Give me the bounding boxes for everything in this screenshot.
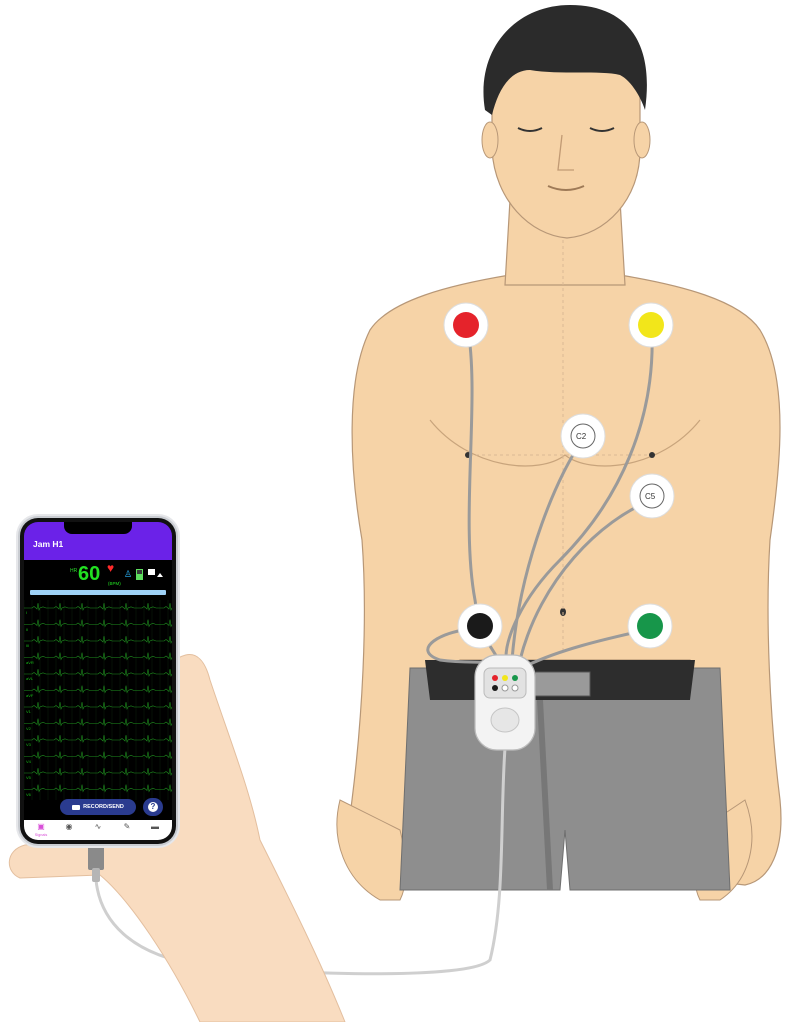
- lead-label-ii: II: [26, 627, 28, 632]
- tab-profile[interactable]: ◉: [56, 820, 82, 840]
- app-title: Jam H1: [33, 539, 63, 549]
- lead-label-iii: III: [26, 643, 29, 648]
- tab-waveform[interactable]: ∿: [85, 820, 111, 840]
- ecg-trace-v1: [24, 702, 172, 709]
- electrode-rl: [458, 604, 502, 648]
- wrench-icon: ✎: [124, 822, 131, 831]
- ecg-trace-i: [24, 603, 172, 610]
- ecg-recorder-device: [475, 655, 535, 750]
- ecg-trace-avl: [24, 669, 172, 676]
- heart-rate-value: 60: [78, 564, 100, 584]
- tab-device[interactable]: ▬: [142, 820, 168, 840]
- ecg-trace-v2: [24, 719, 172, 726]
- electrode-c2-text: C2: [576, 432, 587, 441]
- signal-triangle-icon: [157, 573, 163, 577]
- lead-label-avr: aVR: [26, 660, 34, 665]
- ecg-traces: [24, 600, 172, 800]
- pants: [400, 668, 730, 890]
- heart-icon: ♥: [107, 562, 114, 574]
- signals-icon: ▣: [37, 822, 45, 831]
- help-button[interactable]: ?: [143, 798, 163, 816]
- ecg-trace-v5: [24, 768, 172, 775]
- heart-rate-label: HR: [70, 568, 77, 574]
- ecg-trace-v3: [24, 735, 172, 742]
- profile-icon: ◉: [66, 822, 73, 831]
- lead-label-v3: V3: [26, 742, 31, 747]
- lead-label-i: I: [26, 610, 27, 615]
- lead-label-v1: V1: [26, 709, 31, 714]
- lead-label-avf: aVF: [26, 693, 33, 698]
- heart-rate-unit: (BPM): [108, 581, 121, 586]
- electrode-c5-text: C5: [645, 492, 656, 501]
- help-icon: ?: [148, 802, 158, 812]
- recording-progress-bar: [30, 590, 166, 595]
- battery-icon: [136, 569, 143, 580]
- person-icon[interactable]: ♙: [124, 569, 132, 579]
- lead-label-v4: V4: [26, 759, 31, 764]
- lead-label-v5: V5: [26, 775, 31, 780]
- record-send-label: RECORD/SEND: [83, 804, 124, 810]
- lead-label-v6: V6: [26, 792, 31, 797]
- ecg-trace-v4: [24, 752, 172, 759]
- waveform-icon: ∿: [95, 822, 102, 831]
- bottom-tab-bar: ▣ Signals ◉ ∿ ✎ ▬: [24, 820, 172, 840]
- belt-buckle: [535, 672, 590, 696]
- ecg-trace-ii: [24, 620, 172, 627]
- ecg-trace-v6: [24, 785, 172, 792]
- ecg-trace-avf: [24, 686, 172, 693]
- record-icon: [72, 805, 80, 810]
- lead-label-avl: aVL: [26, 676, 33, 681]
- electrode-ll: [628, 604, 672, 648]
- tab-signals-label: Signals: [28, 833, 54, 837]
- phone-notch: [64, 522, 132, 534]
- lead-label-v2: V2: [26, 726, 31, 731]
- man-figure: [337, 5, 781, 900]
- tab-signals[interactable]: ▣ Signals: [28, 820, 54, 840]
- electrode-ra: [444, 303, 488, 347]
- flag-icon[interactable]: [148, 569, 155, 575]
- ecg-trace-avr: [24, 653, 172, 660]
- tab-settings[interactable]: ✎: [114, 820, 140, 840]
- device-icon: ▬: [151, 822, 159, 831]
- record-send-button[interactable]: RECORD/SEND: [60, 799, 136, 815]
- ecg-trace-iii: [24, 636, 172, 643]
- electrode-la: [629, 303, 673, 347]
